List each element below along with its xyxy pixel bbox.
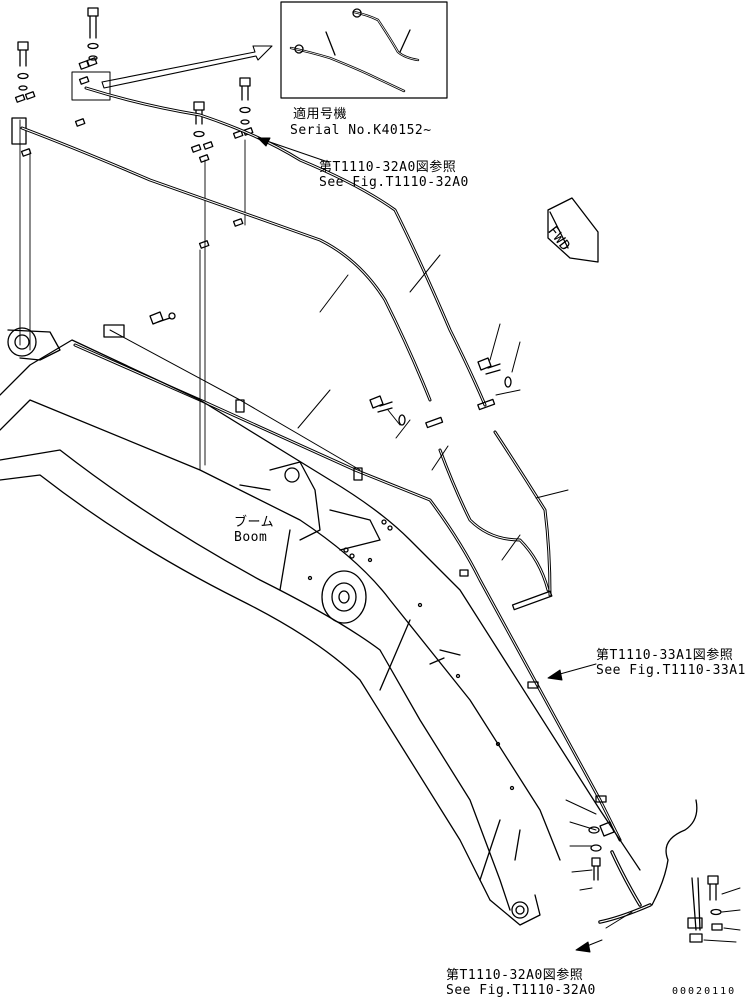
boom-label: ブーム Boom (234, 515, 274, 545)
reference-1: 第T1110-32A0図参照 See Fig.T1110-32A0 (319, 160, 469, 190)
fwd-arrow (547, 197, 599, 263)
reference-3-en: See Fig.T1110-32A0 (446, 983, 596, 998)
inset-arrow (101, 45, 273, 89)
inset-serial-label: Serial No.K40152~ (290, 123, 432, 138)
inset-applicable-model-label: 適用号機 (293, 107, 348, 122)
pipe-clamps (103, 324, 607, 803)
inset-detail (280, 1, 448, 99)
boom-label-en: Boom (234, 530, 268, 545)
reference-1-jp: 第T1110-32A0図参照 (319, 160, 457, 175)
leader-lines (257, 137, 741, 953)
bolt-group-mid (149, 311, 512, 426)
bolt-group-top (11, 7, 254, 249)
drawing-number: 00020110 (672, 986, 737, 997)
reference-1-en: See Fig.T1110-32A0 (319, 175, 469, 190)
reference-2-jp: 第T1110-33A1図参照 (596, 648, 734, 663)
reference-2-en: See Fig.T1110-33A1 (596, 663, 746, 678)
reference-2: 第T1110-33A1図参照 See Fig.T1110-33A1 (596, 648, 746, 678)
guide-lines (19, 119, 246, 471)
hydraulic-pipes (20, 86, 622, 842)
reference-3-jp: 第T1110-32A0図参照 (446, 968, 584, 983)
reference-3: 第T1110-32A0図参照 See Fig.T1110-32A0 (446, 968, 596, 998)
boom-label-jp: ブーム (234, 515, 275, 530)
hose-detail (588, 799, 723, 943)
boom-structure[interactable] (0, 327, 641, 926)
